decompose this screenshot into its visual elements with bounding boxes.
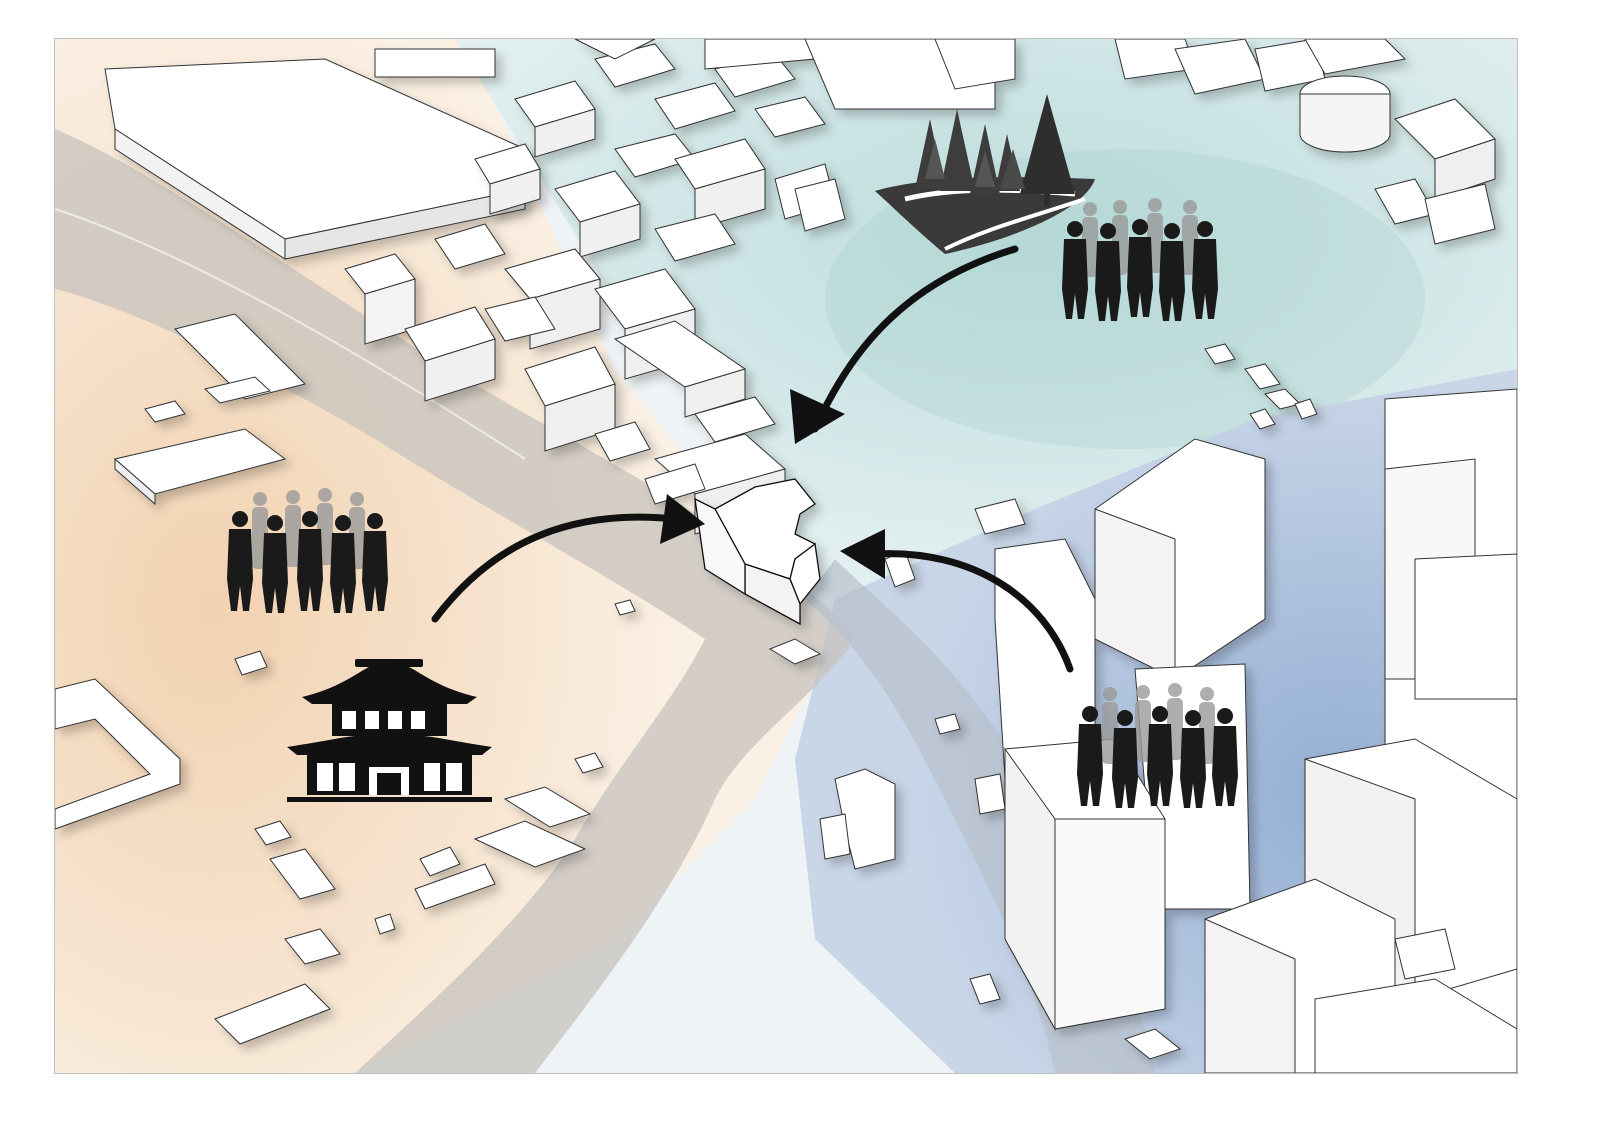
arrow-from-heritage	[431, 513, 679, 623]
site-building	[694, 478, 821, 626]
heritage-buildings	[55, 48, 636, 1045]
urban-influence-diagram	[55, 39, 1517, 1073]
road-edge-line	[55, 208, 526, 460]
diagram-frame	[54, 38, 1518, 1074]
arrow-head-urban	[840, 529, 885, 579]
pine-forest-icon	[875, 94, 1095, 254]
crowd-icon	[1062, 198, 1218, 321]
arrow-head-park	[790, 389, 845, 444]
park-edge-buildings	[884, 39, 1496, 735]
arrow-from-park	[811, 245, 1019, 433]
dense-urban-cluster	[344, 39, 1016, 535]
pagoda-temple-icon	[287, 659, 492, 802]
crowd-icon	[227, 488, 388, 613]
arrow-head-heritage	[660, 494, 705, 544]
crowd-icon	[1077, 683, 1238, 808]
arrow-from-urban	[871, 550, 1074, 673]
